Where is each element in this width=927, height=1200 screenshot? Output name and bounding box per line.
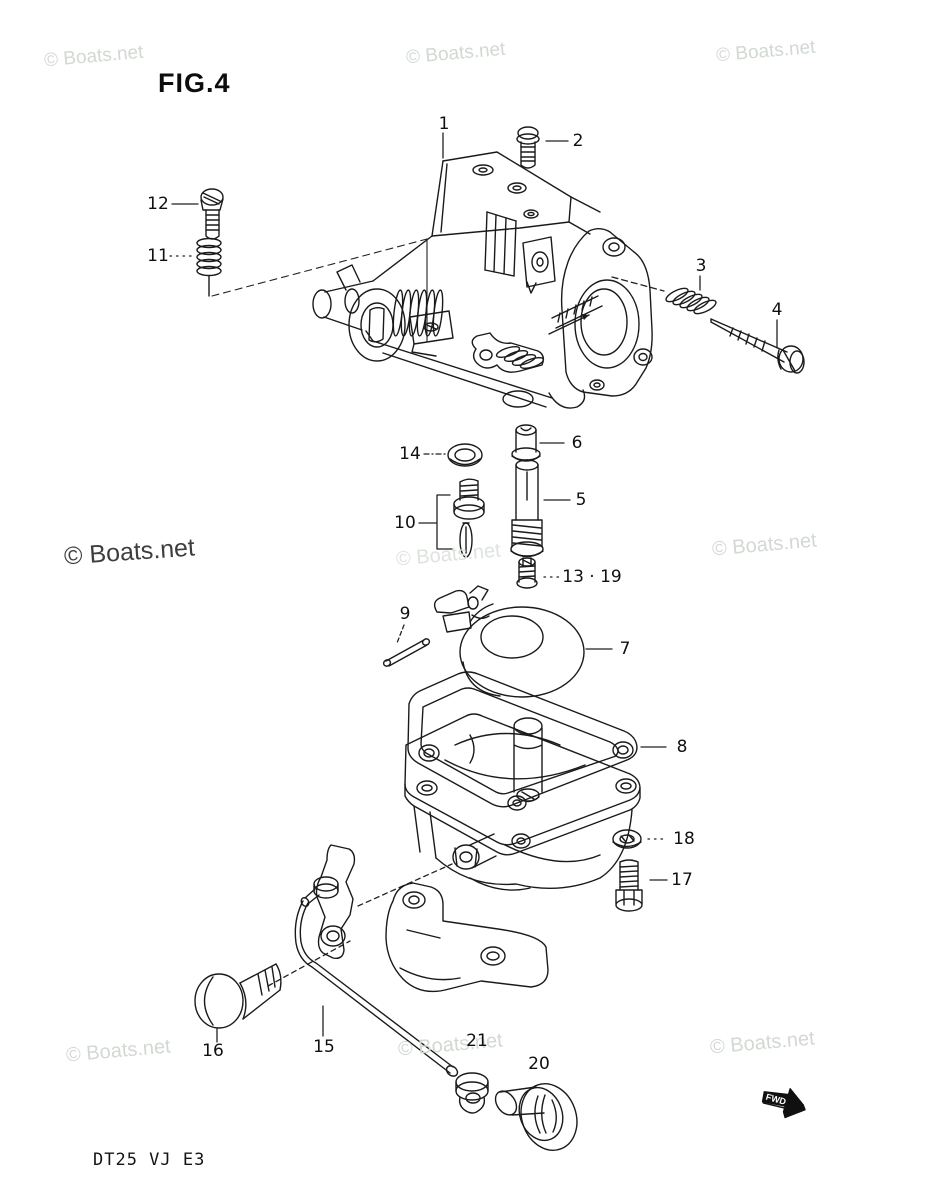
part-2-bolt xyxy=(516,126,540,169)
part-callout-20: 20 xyxy=(528,1054,550,1074)
part-callout-11: 11 xyxy=(147,246,169,266)
part-callout-13-19: 13 · 19 xyxy=(562,567,622,587)
part-12-screw xyxy=(200,188,224,240)
part-4-needle-screw xyxy=(710,318,805,374)
model-code: DT25 VJ E3 xyxy=(93,1150,206,1170)
part-callout-9: 9 xyxy=(399,604,411,624)
part-7-float xyxy=(433,585,585,698)
part-17-bolt xyxy=(615,859,643,912)
part-21-grommet xyxy=(455,1072,489,1114)
part-13-19-jet xyxy=(516,557,538,589)
leader-lines xyxy=(169,132,778,1043)
part-15-choke-rod xyxy=(294,844,459,1077)
float-bowl xyxy=(404,713,641,891)
figure-title: FIG.4 xyxy=(158,68,231,98)
part-14-washer xyxy=(447,443,483,467)
part-callout-21: 21 xyxy=(466,1031,488,1051)
part-callout-16: 16 xyxy=(202,1041,224,1061)
part-callout-10: 10 xyxy=(394,513,416,533)
part-1-carburetor-body xyxy=(312,151,653,409)
part-9-float-pin xyxy=(382,638,431,667)
fwd-arrow: FWD xyxy=(761,1088,806,1119)
part-callout-17: 17 xyxy=(671,870,693,890)
part-16-drain-plug xyxy=(194,963,282,1029)
part-callout-6: 6 xyxy=(571,433,583,453)
part-10-jet-set xyxy=(453,478,485,558)
part-20-choke-knob xyxy=(494,1083,578,1151)
part-callout-7: 7 xyxy=(619,639,631,659)
part-6-nozzle-cap xyxy=(511,424,541,462)
part-3-spring xyxy=(665,287,717,315)
part-callout-8: 8 xyxy=(676,737,688,757)
part-8-gasket xyxy=(407,671,638,811)
part-callout-15: 15 xyxy=(313,1037,335,1057)
part-callout-4: 4 xyxy=(771,300,783,320)
part-11-spring xyxy=(196,237,222,297)
part-callout-2: 2 xyxy=(572,131,584,151)
part-5-main-nozzle xyxy=(510,459,544,567)
part-callout-3: 3 xyxy=(695,256,707,276)
part-callout-12: 12 xyxy=(147,194,169,214)
part-callout-1: 1 xyxy=(438,114,450,134)
part-18-washer xyxy=(612,829,642,849)
part-callout-14: 14 xyxy=(399,444,421,464)
part-callout-18: 18 xyxy=(673,829,695,849)
mount-bracket xyxy=(385,882,549,993)
part-callout-5: 5 xyxy=(575,490,587,510)
